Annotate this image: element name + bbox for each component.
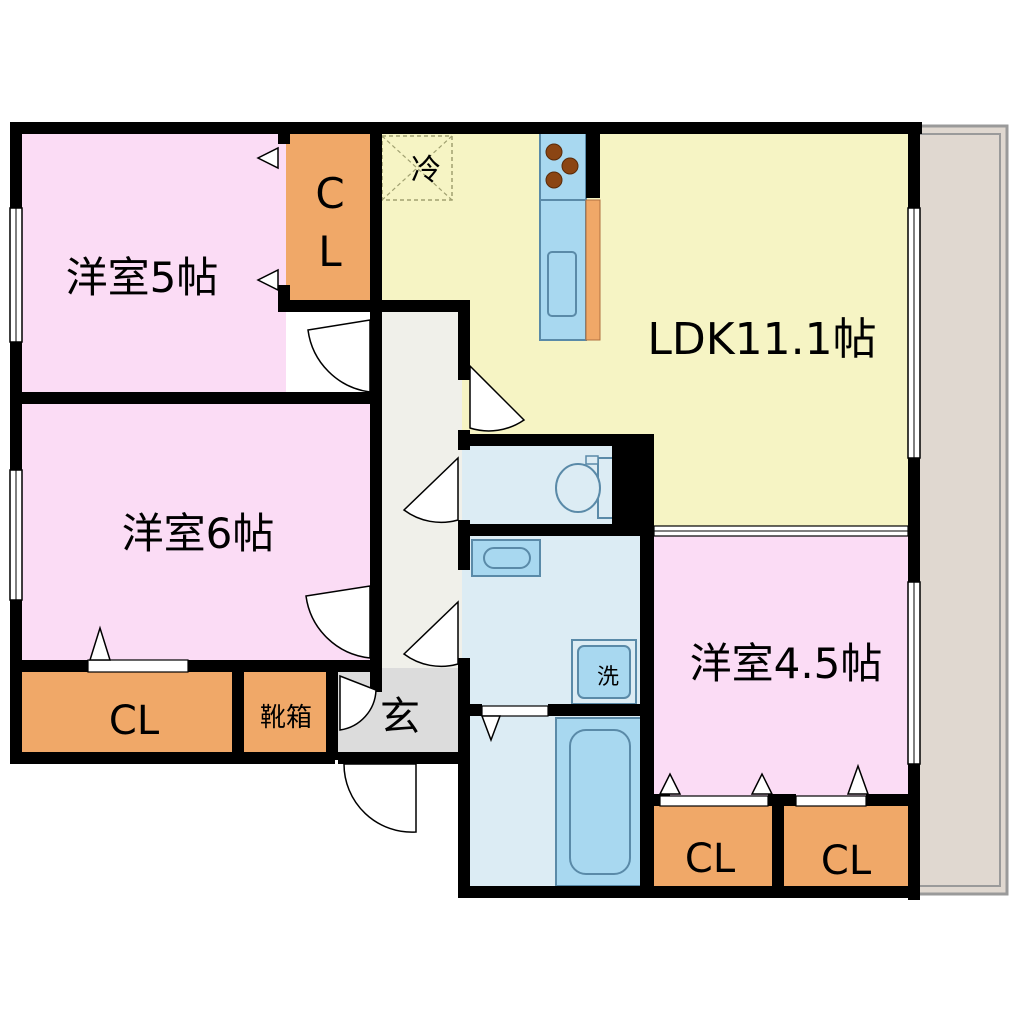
- fridge-space: [381, 135, 453, 201]
- closet-room45-left: [650, 806, 778, 894]
- windows: [9, 207, 921, 807]
- shoe-box-label: 靴箱: [260, 703, 312, 733]
- closet-vertical-top-label: C: [315, 169, 344, 218]
- ldk-label: LDK11.1帖: [647, 314, 876, 365]
- ldk-floor: [378, 130, 913, 530]
- room-5-floor: [16, 130, 286, 398]
- closet-room6-label: CL: [109, 698, 160, 744]
- doors: [88, 146, 870, 833]
- closet-room45-right-label: CL: [821, 838, 872, 884]
- closet-room6: [16, 670, 238, 758]
- toilet-icon: [555, 463, 601, 513]
- kitchen-sink-icon: [547, 251, 577, 317]
- closet-room45-right: [782, 806, 913, 894]
- shoe-box: [238, 670, 334, 758]
- closet-vertical-bottom-label: L: [318, 227, 342, 276]
- fridge-label: 冷: [411, 153, 441, 188]
- room-6-label: 洋室6帖: [122, 509, 275, 558]
- closet-room45-left-label: CL: [685, 836, 736, 882]
- room-5-label: 洋室5帖: [66, 253, 219, 302]
- room-45-label: 洋室4.5帖: [690, 639, 883, 688]
- room-45-floor: [650, 530, 913, 800]
- entrance-label: 玄: [380, 694, 420, 740]
- closet-room5: [286, 130, 378, 300]
- washer-label: 洗: [597, 665, 619, 690]
